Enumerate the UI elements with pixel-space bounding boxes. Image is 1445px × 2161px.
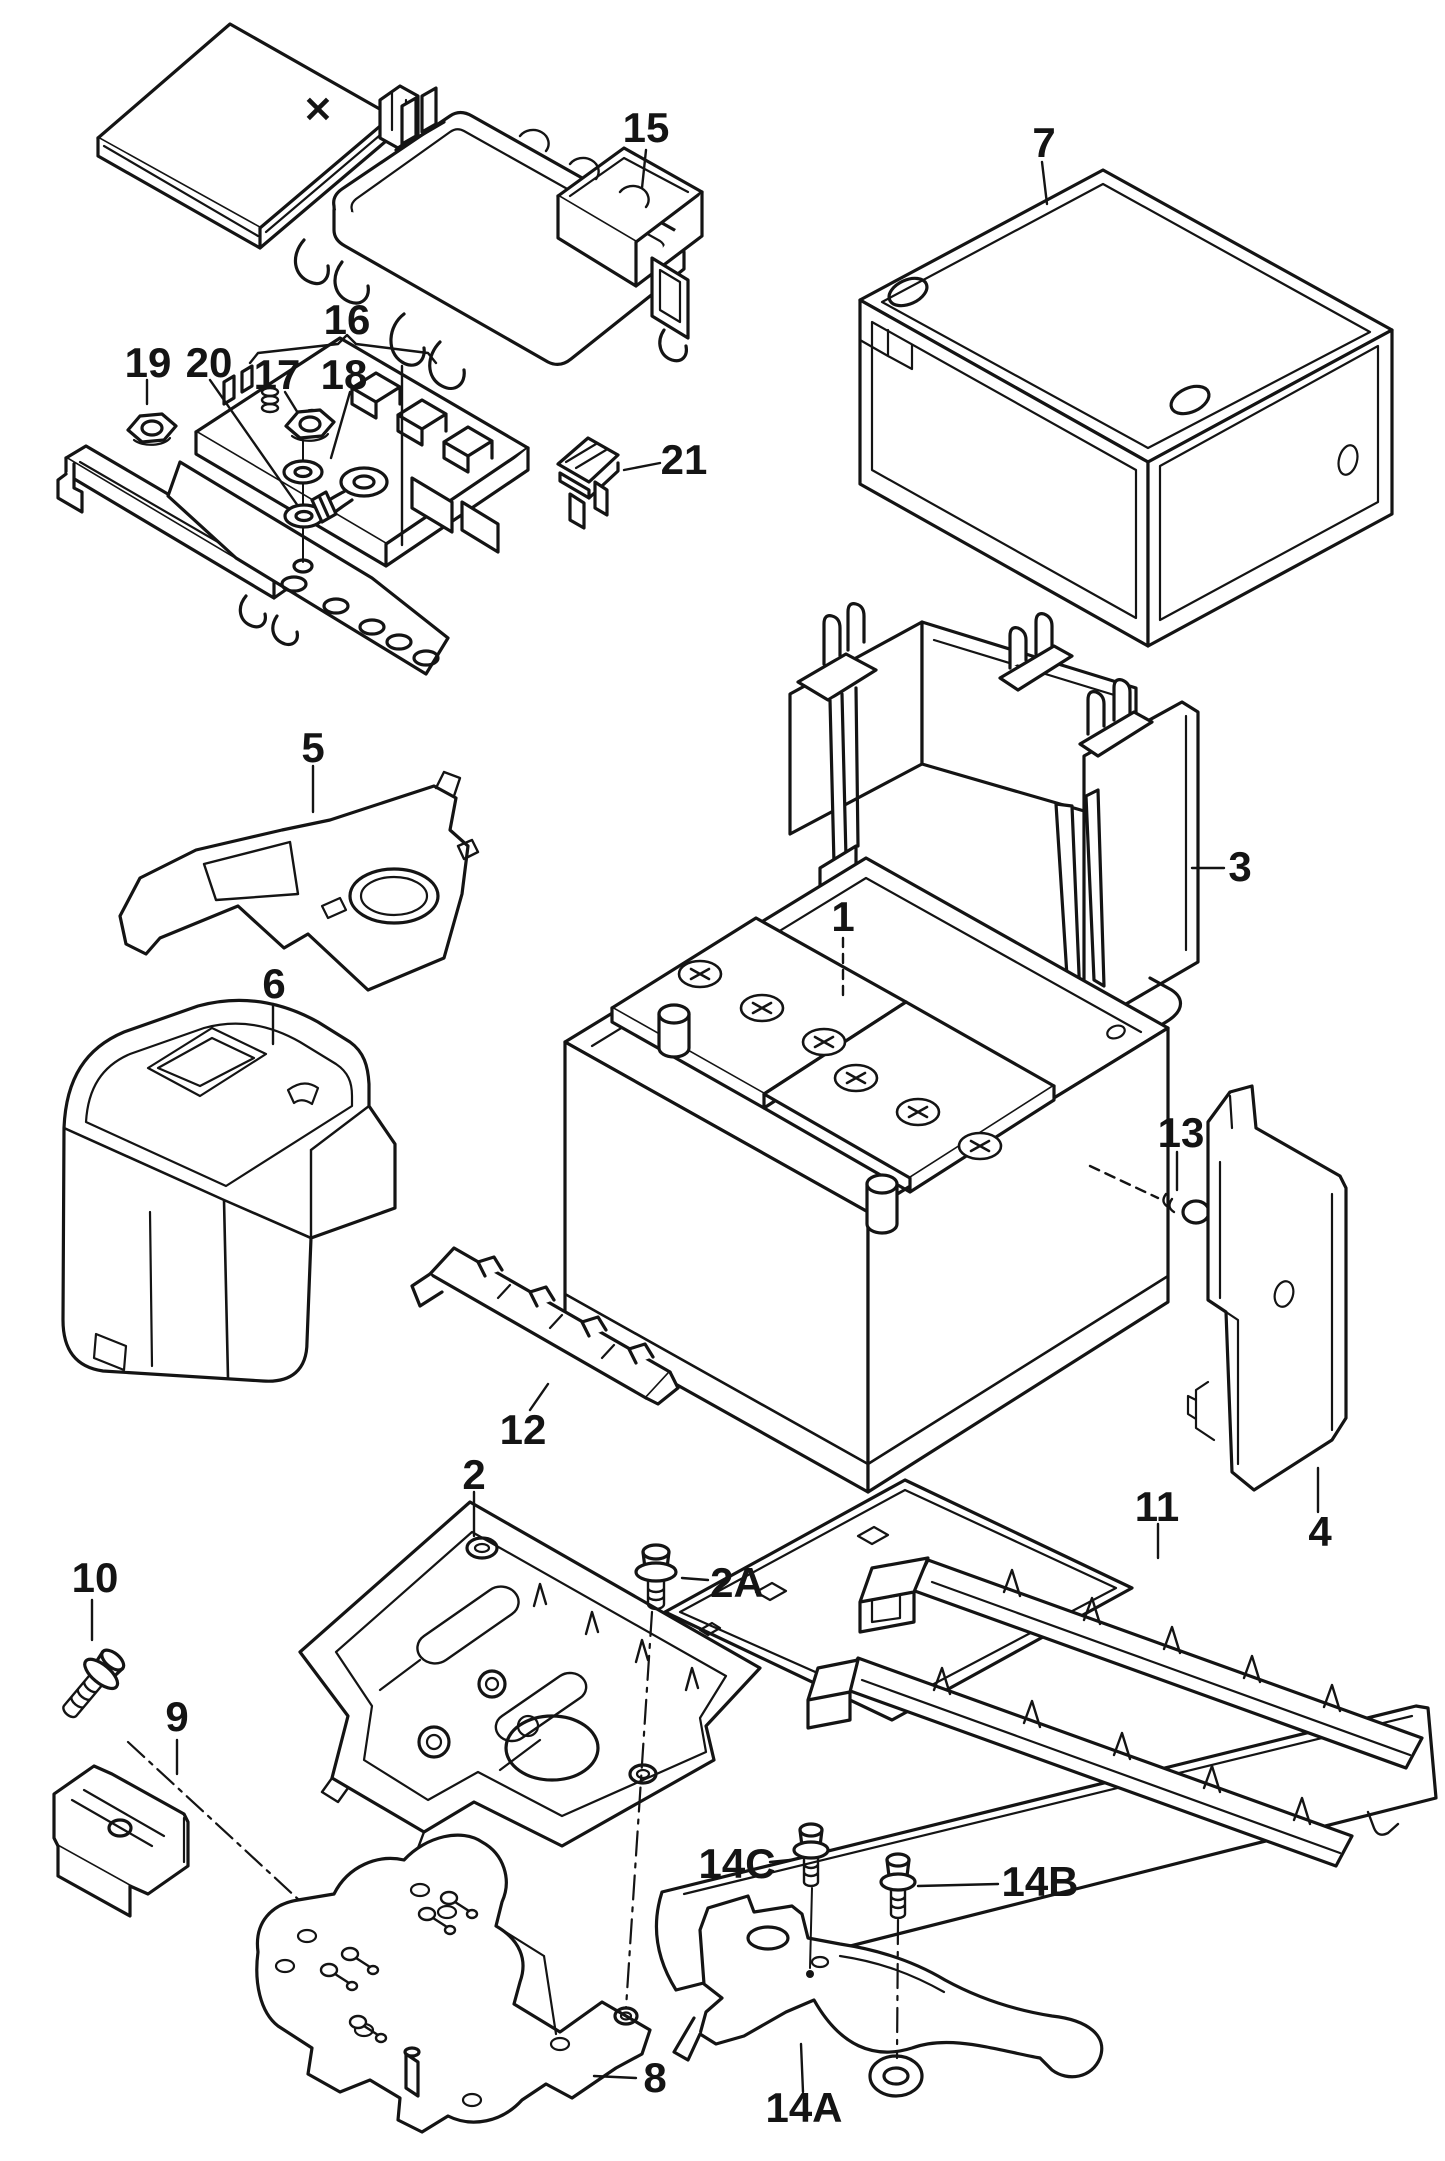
callout-5[interactable]: 5	[301, 724, 324, 771]
plug-13	[1088, 1150, 1211, 1225]
callout-8[interactable]: 8	[643, 2054, 666, 2101]
leader-20	[208, 378, 300, 508]
centerline-14c	[809, 1887, 813, 1969]
battery-tray-2	[298, 1490, 762, 1858]
leader-15	[640, 148, 648, 190]
cover-plate	[96, 22, 420, 305]
plate-marking: ✕	[303, 89, 333, 130]
nut-19	[126, 412, 178, 446]
callout-2[interactable]: 2	[462, 1451, 485, 1498]
callout-16[interactable]: 16	[324, 296, 371, 343]
leader-14a	[799, 2042, 805, 2094]
callout-12[interactable]: 12	[500, 1406, 547, 1453]
centerline-10	[126, 1740, 314, 1914]
battery-cover-6	[61, 998, 397, 1383]
callout-labels: 1 2 2A 3 4 5 6 7 8 9 10 11 12 13 14A 14B…	[72, 89, 1333, 2131]
leader-12	[528, 1382, 550, 1412]
battery-terminal-posts	[657, 1003, 899, 1235]
callout-2a[interactable]: 2A	[710, 1559, 764, 1606]
clamp-bracket-9	[52, 1738, 190, 1918]
bolt-14b	[879, 1852, 1000, 2060]
callout-9[interactable]: 9	[165, 1693, 188, 1740]
battery-caps	[677, 959, 1003, 1161]
cable-lug	[310, 466, 389, 524]
clamping-strip-12	[410, 1246, 680, 1412]
callout-17[interactable]: 17	[254, 351, 301, 398]
leader-13-dashed	[1088, 1164, 1160, 1200]
leader-14c	[768, 1858, 792, 1864]
battery-1	[563, 856, 1170, 1494]
blade-fuse-21	[556, 436, 662, 530]
battery-box-cover-7	[858, 160, 1394, 648]
fuse-box-cover-15	[332, 86, 704, 391]
leader-2a	[680, 1576, 710, 1582]
mounting-bracket-5	[118, 764, 480, 992]
side-panel-4	[1186, 1084, 1348, 1514]
callout-10[interactable]: 10	[72, 1554, 119, 1601]
washer-18-upper	[282, 459, 324, 485]
callout-18[interactable]: 18	[321, 351, 368, 398]
callout-3[interactable]: 3	[1228, 843, 1251, 890]
hardware-group-16	[126, 333, 438, 563]
callout-19[interactable]: 19	[125, 339, 172, 386]
callout-7[interactable]: 7	[1032, 119, 1055, 166]
callout-4[interactable]: 4	[1308, 1508, 1332, 1555]
nut-17	[284, 408, 336, 442]
bolt-10	[62, 1598, 314, 1914]
callout-1[interactable]: 1	[831, 893, 854, 940]
callout-13[interactable]: 13	[1158, 1109, 1205, 1156]
washer-20-lower	[283, 503, 325, 529]
callout-14a[interactable]: 14A	[765, 2084, 842, 2131]
callout-14b[interactable]: 14B	[1001, 1858, 1078, 1905]
leader-18	[329, 390, 352, 460]
studs-8	[319, 1890, 479, 2044]
callout-6[interactable]: 6	[262, 960, 285, 1007]
callout-14c[interactable]: 14C	[698, 1840, 775, 1887]
centerline-2a	[624, 1610, 654, 2010]
centerline-14b	[895, 1918, 900, 2060]
callout-21[interactable]: 21	[661, 436, 708, 483]
bolt-2a	[624, 1543, 710, 2010]
carrier-rails-11	[653, 1478, 1438, 1992]
leader-8	[592, 2074, 638, 2080]
leader-21	[622, 461, 662, 472]
leader-7	[1040, 160, 1049, 206]
leader-14b	[916, 1882, 1000, 1888]
brace-16	[248, 333, 438, 365]
callout-15[interactable]: 15	[623, 104, 670, 151]
bolt-14c	[768, 1822, 830, 1969]
callout-20[interactable]: 20	[186, 339, 233, 386]
console-bracket-8	[255, 1833, 652, 2134]
callout-11[interactable]: 11	[1135, 1483, 1179, 1530]
